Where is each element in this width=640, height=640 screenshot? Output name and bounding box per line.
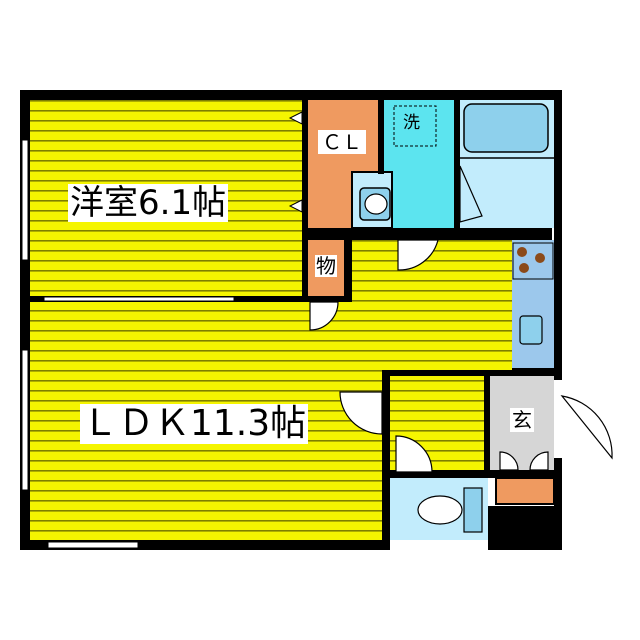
hall-floor: [352, 240, 514, 370]
closet-label: ＣＬ: [318, 130, 366, 154]
sliding-door: [43, 296, 235, 302]
stove-icon: [512, 242, 554, 280]
washroom-area: [384, 100, 454, 228]
washer-label: 洗: [403, 113, 420, 133]
kitchen-sink-icon: [519, 315, 543, 345]
window-west-upper: [21, 139, 29, 261]
bathtub-icon: [460, 103, 554, 159]
toilet-icon: [359, 187, 391, 221]
storage-label: 物: [315, 254, 337, 278]
ldk-label: ＬＤＫ11.3帖: [80, 403, 309, 444]
shoe-box: [495, 477, 555, 505]
washer-space: [393, 105, 437, 147]
window-west-lower: [21, 349, 29, 491]
door-swing-icon: [309, 165, 613, 473]
kitchen-counter: [512, 240, 554, 368]
entrance-label: 玄: [510, 408, 534, 432]
toilet-lower-icon: [417, 487, 483, 533]
window-south: [47, 541, 139, 549]
western-room-label: 洋室6.1帖: [68, 183, 229, 223]
